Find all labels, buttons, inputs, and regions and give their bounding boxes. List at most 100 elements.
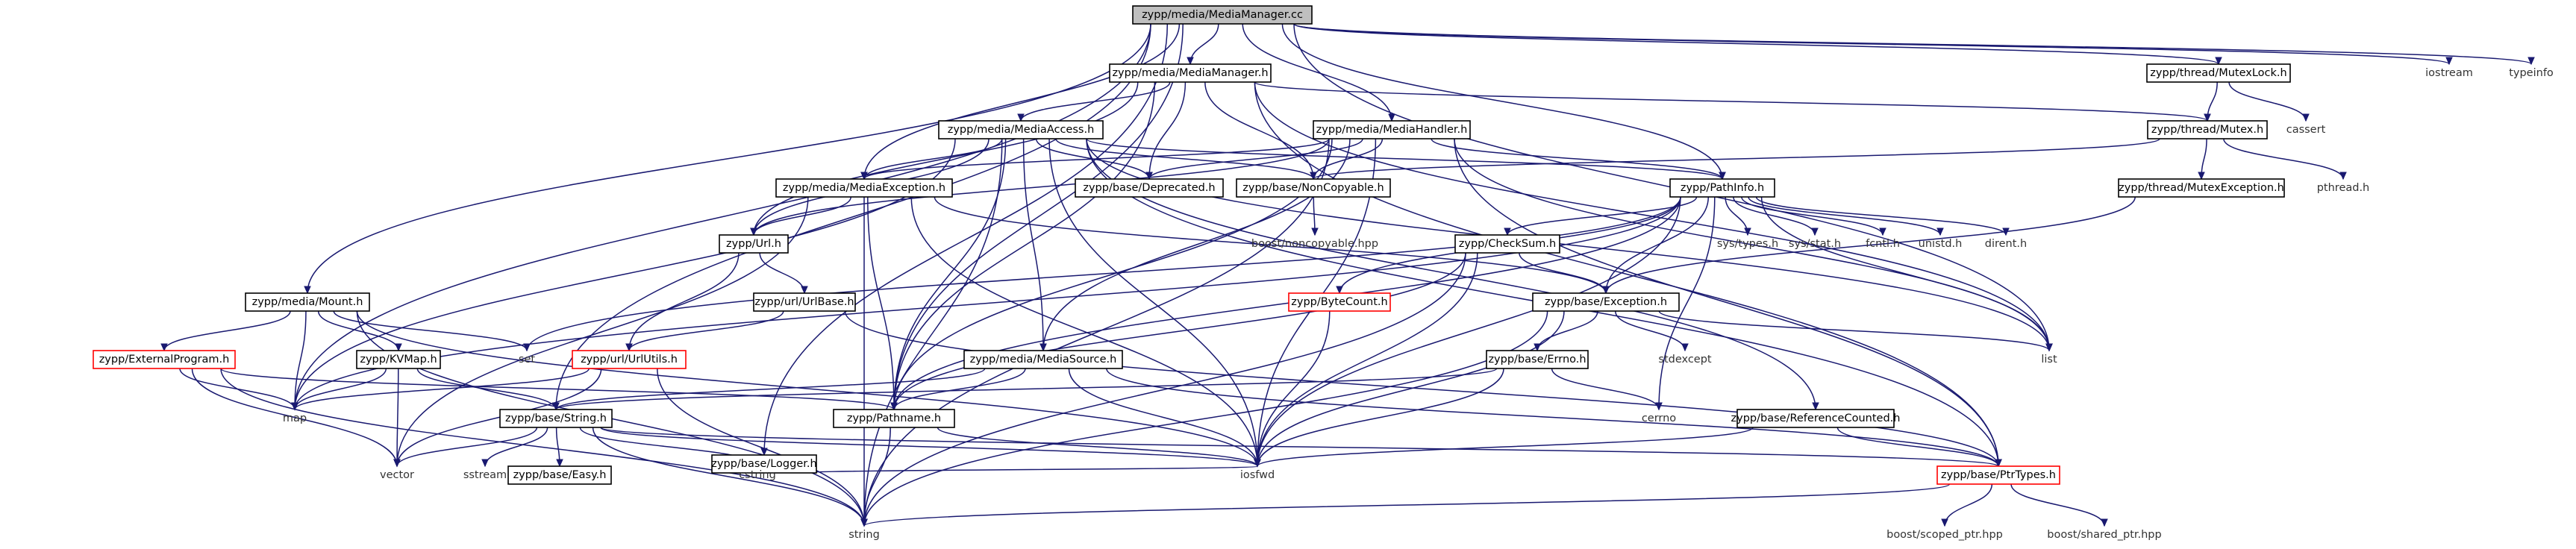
node-label: string	[848, 529, 880, 541]
edge-mm_h-to-maccess	[1020, 81, 1171, 122]
node-label: zypp/thread/MutexException.h	[2119, 182, 2284, 194]
node-zypp-media-mediamanager-h[interactable]: zypp/media/MediaManager.h	[1109, 63, 1272, 83]
node-zypp-thread-mutex-h[interactable]: zypp/thread/Mutex.h	[2147, 120, 2268, 139]
node-label: zypp/base/String.h	[505, 412, 607, 424]
node-zypp-base-errno-h[interactable]: zypp/base/Errno.h	[1486, 350, 1589, 369]
node-zypp-externalprogram-h[interactable]: zypp/ExternalProgram.h	[93, 350, 236, 369]
edge-errno-to-cerrno	[1551, 368, 1660, 410]
edge-mutex-to-noncopyable	[1313, 138, 2160, 180]
node-label: zypp/base/NonCopyable.h	[1242, 182, 1384, 194]
edge-kvmap-to-map	[294, 368, 387, 410]
edge-msource-to-string_h	[555, 368, 986, 410]
edge-mm_h-to-deprecated	[1148, 81, 1187, 180]
edge-arrowhead	[2198, 172, 2205, 181]
node-zypp-thread-mutexexception-h[interactable]: zypp/thread/MutexException.h	[2118, 178, 2285, 198]
node-label: boost/scoped_ptr.hpp	[1886, 529, 2003, 541]
node-zypp-url-urlbase-h[interactable]: zypp/url/UrlBase.h	[753, 292, 856, 312]
node-zypp-media-mediahandler-h[interactable]: zypp/media/MediaHandler.h	[1313, 120, 1471, 139]
node-zypp-pathname-h[interactable]: zypp/Pathname.h	[833, 409, 955, 428]
edge-arrowhead	[860, 172, 868, 181]
node-cassert: cassert	[2286, 124, 2326, 136]
node-zypp-url-h[interactable]: zypp/Url.h	[719, 234, 789, 254]
edge-pathinfo-to-map	[294, 196, 1681, 410]
edge-arrowhead	[2302, 113, 2310, 122]
edge-arrowhead	[2527, 57, 2535, 66]
edge-pathname-to-string	[863, 427, 891, 527]
node-zypp-base-easy-h[interactable]: zypp/base/Easy.h	[507, 465, 612, 485]
edge-mm_cc-to-iostream	[1293, 23, 2450, 65]
edge-mm_cc-to-mexc	[863, 23, 1181, 180]
node-box	[2147, 120, 2268, 139]
edge-checksum-to-string	[863, 252, 1466, 527]
node-zypp-base-ptrtypes-h[interactable]: zypp/base/PtrTypes.h	[1936, 465, 2060, 485]
node-box	[1936, 465, 2060, 485]
node-boost-noncopyable-hpp: boost/noncopyable.hpp	[1251, 238, 1378, 250]
edge-arrowhead	[750, 228, 757, 236]
edge-urlbase-to-urlutils	[628, 310, 784, 351]
node-zypp-base-deprecated-h[interactable]: zypp/base/Deprecated.h	[1075, 178, 1224, 198]
node-box	[245, 292, 370, 312]
node-zypp-base-referencecounted-h[interactable]: zypp/base/ReferenceCounted.h	[1731, 409, 1901, 428]
node-cstring: cstring	[739, 469, 776, 481]
edge-exception-to-list	[1658, 310, 2050, 351]
node-set: set	[519, 354, 535, 366]
node-box	[1109, 63, 1272, 83]
node-zypp-base-exception-h[interactable]: zypp/base/Exception.h	[1532, 292, 1680, 312]
node-zypp-thread-mutexlock-h[interactable]: zypp/thread/MutexLock.h	[2146, 63, 2291, 83]
edge-arrowhead	[2204, 113, 2211, 122]
node-label: boost/noncopyable.hpp	[1251, 238, 1378, 250]
node-zypp-bytecount-h[interactable]: zypp/ByteCount.h	[1288, 292, 1391, 312]
node-zypp-media-mediaaccess-h[interactable]: zypp/media/MediaAccess.h	[938, 120, 1104, 139]
node-vector: vector	[380, 469, 414, 481]
edge-pathinfo-to-set	[526, 196, 1681, 351]
node-zypp-pathinfo-h[interactable]: zypp/PathInfo.h	[1669, 178, 1775, 198]
edge-mm_h-to-pathname	[893, 81, 1156, 410]
node-stdexcept: stdexcept	[1658, 354, 1712, 366]
edge-maccess-to-noncopyable	[1055, 138, 1314, 180]
node-label: iosfwd	[1240, 469, 1275, 481]
edge-mm_cc-to-mutexlock	[1293, 23, 2219, 65]
node-zypp-base-logger-h[interactable]: zypp/base/Logger.h	[711, 454, 817, 474]
node-zypp-media-mediaexception-h[interactable]: zypp/media/MediaException.h	[775, 178, 953, 198]
node-label: set	[519, 354, 535, 366]
node-zypp-checksum-h[interactable]: zypp/CheckSum.h	[1454, 234, 1560, 254]
node-zypp-base-string-h[interactable]: zypp/base/String.h	[499, 409, 613, 428]
edge-arrowhead	[801, 286, 808, 295]
node-zypp-url-urlutils-h[interactable]: zypp/url/UrlUtils.h	[572, 350, 687, 369]
edge-arrowhead	[1254, 459, 1261, 468]
edge-arrowhead	[1336, 286, 1343, 295]
node-zypp-kvmap-h[interactable]: zypp/KVMap.h	[356, 350, 441, 369]
edge-maccess-to-iosfwd	[1048, 138, 1258, 467]
edge-pathinfo-to-checksum	[1507, 196, 1698, 236]
node-label: zypp/PathInfo.h	[1681, 182, 1764, 194]
node-zypp-media-mediasource-h[interactable]: zypp/media/MediaSource.h	[963, 350, 1123, 369]
edge-arrowhead	[2002, 228, 2010, 236]
edge-msource-to-ptrtypes	[1106, 368, 1999, 467]
node-zypp-base-noncopyable-h[interactable]: zypp/base/NonCopyable.h	[1236, 178, 1391, 198]
node-zypp-media-mediamanager-cc[interactable]: zypp/media/MediaManager.cc	[1132, 5, 1313, 25]
edge-mexc-to-iosfwd	[910, 196, 1258, 467]
node-dirent-h: dirent.h	[1985, 238, 2027, 250]
edge-extprog-to-string	[220, 368, 865, 527]
edge-pathinfo-to-fcntl	[1741, 196, 1883, 236]
node-label: zypp/CheckSum.h	[1459, 238, 1556, 250]
edge-exception-to-iosfwd	[1257, 310, 1565, 467]
node-label: sys/types.h	[1717, 238, 1778, 250]
edge-arrowhead	[1311, 228, 1319, 236]
node-box	[963, 350, 1123, 369]
node-label: fcntl.h	[1866, 238, 1900, 250]
edge-pathinfo-to-unistd	[1748, 196, 1941, 236]
edge-arrowhead	[1655, 402, 1663, 411]
edge-mhandler-to-url	[753, 138, 1330, 236]
node-label: typeinfo	[2509, 67, 2554, 79]
edge-pathinfo-to-iosfwd	[1257, 196, 1681, 467]
node-box	[711, 454, 817, 474]
edge-logger-to-iosfwd	[805, 465, 1258, 474]
node-zypp-media-mount-h[interactable]: zypp/media/Mount.h	[245, 292, 370, 312]
edge-refcounted-to-ptrtypes	[1836, 427, 1999, 467]
edge-mount-to-map	[294, 310, 307, 410]
edge-mhandler-to-msource	[1042, 138, 1351, 351]
edge-arrowhead	[1310, 172, 1317, 181]
edge-arrowhead	[890, 402, 898, 411]
edge-url-to-urlutils	[628, 252, 740, 351]
